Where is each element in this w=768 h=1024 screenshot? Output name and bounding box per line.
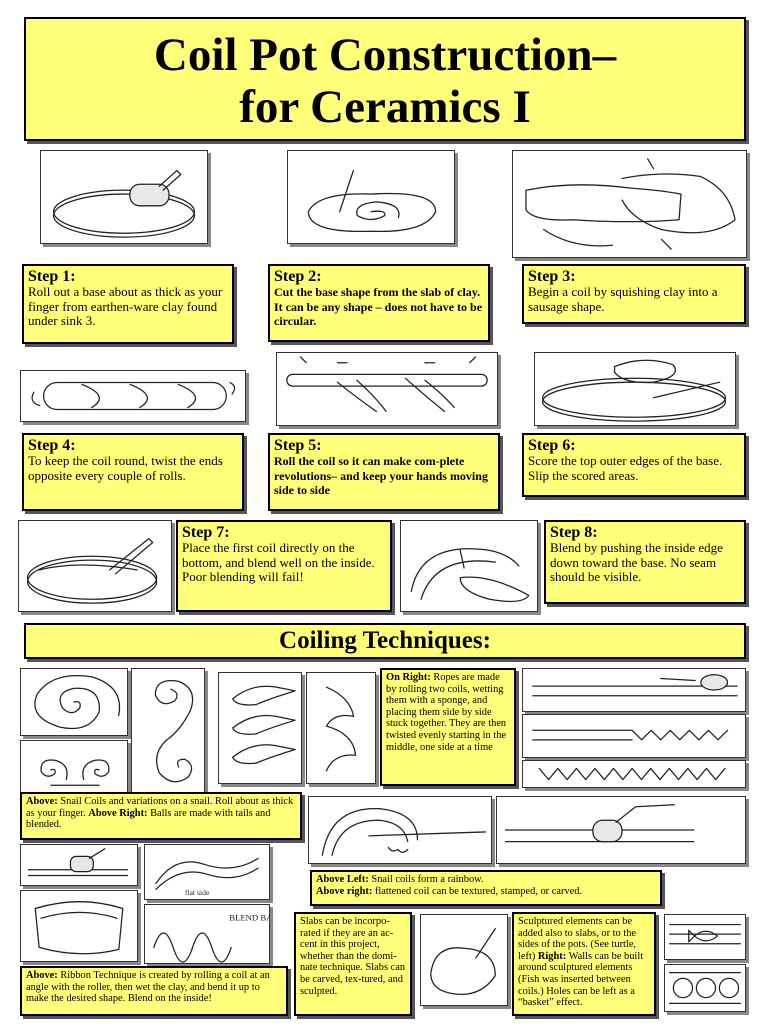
sculpt-note-text: Sculptured elements can be added also to…	[518, 916, 637, 962]
step-8-text: Blend by pushing the inside edge down to…	[550, 540, 723, 584]
ribbon-sketch-1	[20, 844, 138, 886]
step-4-title: Step 4:	[28, 437, 76, 454]
step-8-box: Step 8: Blend by pushing the inside edge…	[544, 520, 746, 604]
ribbon-sketch-2: flat side	[144, 844, 270, 900]
step-3-box: Step 3: Begin a coil by squishing clay i…	[522, 264, 746, 324]
flattened-coil-sketch	[496, 796, 746, 864]
step-5-title: Step 5:	[274, 437, 322, 454]
ribbon-sketch-3	[20, 890, 138, 962]
step-1-text: Roll out a base about as thick as your f…	[28, 284, 223, 328]
step-6-title: Step 6:	[528, 437, 576, 454]
step-5-illustration	[276, 352, 498, 426]
step-8-illustration	[400, 520, 538, 612]
step-4-box: Step 4: To keep the coil round, twist th…	[22, 433, 244, 511]
step-2-box: Step 2: Cut the base shape from the slab…	[268, 264, 490, 342]
step-3-title: Step 3:	[528, 268, 576, 285]
ropes-note-label: On Right:	[386, 672, 431, 683]
step-5-box: Step 5: Roll the coil so it can make com…	[268, 433, 500, 511]
ribbon-note-label: Above:	[26, 970, 58, 981]
flat-side-label: flat side	[185, 888, 210, 897]
step-1-title: Step 1:	[28, 268, 76, 285]
rope-sketch-1	[522, 668, 746, 712]
rope-sketch-2	[522, 714, 746, 758]
snail-note-text-1: Snail Coils and variations on a snail. R…	[26, 796, 294, 819]
step-1-illustration	[40, 150, 208, 244]
step-8-title: Step 8:	[550, 524, 598, 541]
balls-with-tails-sketch	[218, 672, 302, 784]
step-6-box: Step 6: Score the top outer edges of the…	[522, 433, 746, 497]
step-7-box: Step 7: Place the first coil directly on…	[176, 520, 392, 612]
step-4-illustration	[20, 370, 246, 422]
ropes-note: On Right: Ropes are made by rolling two …	[380, 668, 516, 786]
snail-note-label-2: Above Right:	[88, 807, 148, 819]
rainbow-note-label-2: Above right:	[316, 885, 373, 897]
ropes-note-text: Ropes are made by rolling two coils, wet…	[386, 672, 507, 753]
snail-coil-sketch	[20, 668, 128, 736]
sculpt-note-label: Right:	[537, 950, 567, 962]
step-2-title: Step 2:	[274, 268, 322, 285]
step-3-illustration	[512, 150, 747, 258]
page-title-line-2: for Ceramics I	[239, 81, 531, 133]
blend-back-sketch: BLEND BACK!	[144, 904, 270, 964]
page-title-line-1: Coil Pot Construction–	[153, 29, 617, 81]
step-7-title: Step 7:	[182, 524, 230, 541]
double-snail-sketch	[20, 740, 128, 794]
step-6-illustration	[534, 352, 736, 426]
step-5-text: Roll the coil so it can make com-plete r…	[274, 454, 488, 497]
slabs-note-text: Slabs can be incorpo-rated if they are a…	[300, 916, 406, 997]
page-title-box: Coil Pot Construction– for Ceramics I	[24, 17, 746, 141]
step-1-box: Step 1: Roll out a base about as thick a…	[22, 264, 234, 344]
ribbon-technique-note: Above: Ribbon Technique is created by ro…	[20, 966, 288, 1016]
step-6-text: Score the top outer edges of the base. S…	[528, 453, 723, 483]
ribbon-note-text: Ribbon Technique is created by rolling a…	[26, 970, 270, 1005]
slabs-note: Slabs can be incorpo-rated if they are a…	[294, 912, 412, 1016]
rainbow-sketch	[308, 796, 492, 864]
rainbow-note-text-1: Snail coils form a rainbow.	[368, 874, 484, 885]
snail-note-text-2: Balls are made with tails and blended.	[26, 807, 271, 831]
step-3-text: Begin a coil by squishing clay into a sa…	[528, 284, 718, 314]
step-7-text: Place the first coil directly on the bot…	[182, 540, 375, 584]
turtle-slab-sketch	[420, 914, 508, 1006]
step-2-illustration	[287, 150, 455, 244]
rope-sketch-3	[522, 760, 746, 788]
coiling-techniques-title: Coiling Techniques:	[279, 627, 491, 654]
rainbow-note-label-1: Above Left:	[316, 874, 369, 885]
coiling-techniques-heading: Coiling Techniques:	[24, 623, 746, 659]
rainbow-note: Above Left: Snail coils form a rainbow.A…	[310, 870, 662, 906]
blend-back-label: BLEND BACK!	[229, 912, 269, 922]
basket-wall-sketch	[664, 964, 746, 1012]
rainbow-note-text-2: flattened coil can be textured, stamped,…	[372, 885, 583, 897]
fish-wall-sketch	[664, 914, 746, 960]
balls-vertical-sketch	[306, 672, 376, 784]
step-4-text: To keep the coil round, twist the ends o…	[28, 453, 223, 483]
sculpt-note-text-2: Walls can be built around sculptured ele…	[518, 950, 644, 1009]
s-coil-sketch	[131, 668, 205, 794]
step-7-illustration	[18, 520, 172, 612]
snail-note-label-1: Above:	[26, 796, 58, 807]
step-2-text: Cut the base shape from the slab of clay…	[274, 285, 483, 328]
snail-coils-note: Above: Snail Coils and variations on a s…	[20, 792, 302, 840]
sculptured-elements-note: Sculptured elements can be added also to…	[512, 912, 656, 1016]
